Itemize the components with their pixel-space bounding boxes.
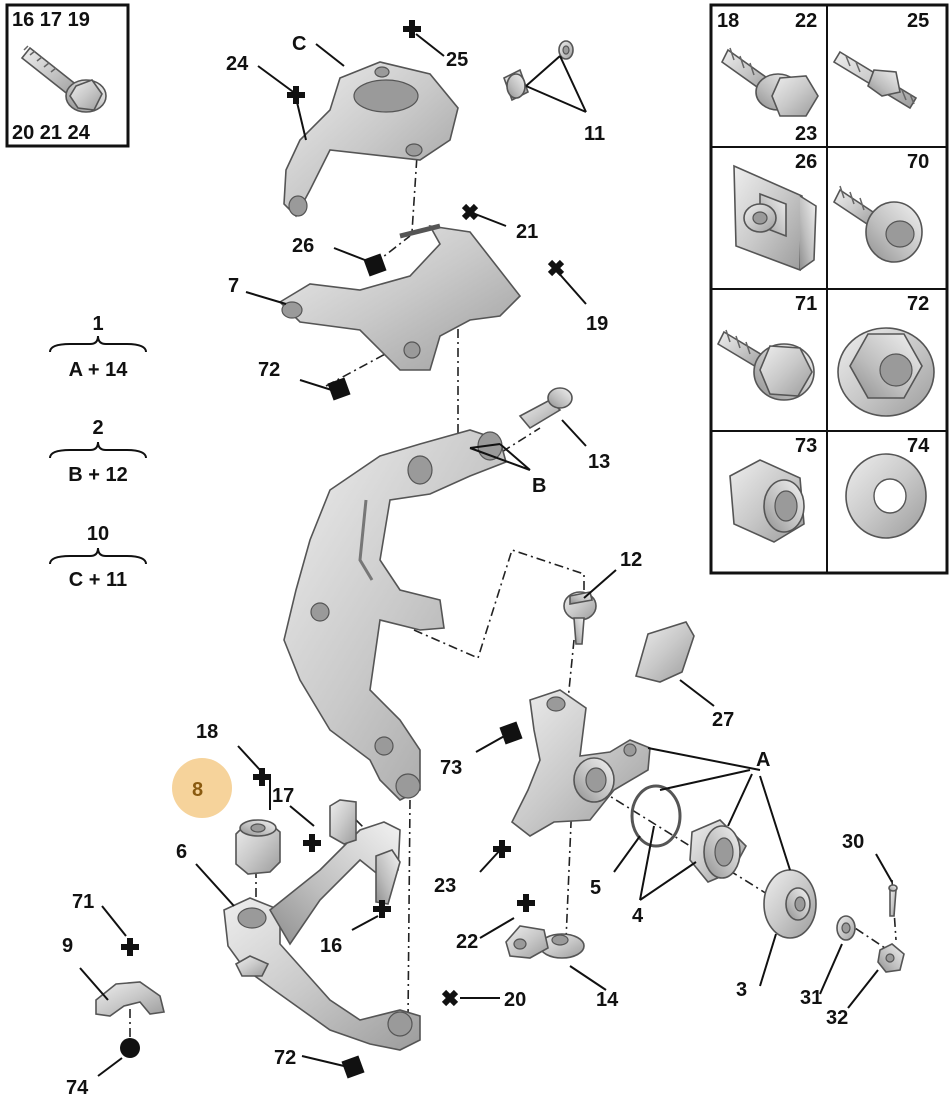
- callout-7[interactable]: 7: [228, 275, 239, 297]
- bolt-box-16-17-19-20-21-24: 16 17 19 20 21 24: [5, 3, 130, 148]
- callout-5[interactable]: 5: [590, 877, 601, 899]
- legend-10-bottom: C + 11: [69, 569, 127, 591]
- callout-18[interactable]: 18: [196, 721, 218, 743]
- nut-73-icon: [729, 459, 805, 543]
- hub-3-icon: [763, 869, 817, 939]
- callout-11[interactable]: 11: [584, 123, 605, 145]
- bracket-9-icon: [95, 981, 165, 1017]
- callout-6[interactable]: 6: [176, 841, 187, 863]
- callout-labels: 24 C 25 11 21 26 7 19 72 13 B 12 27 73 A…: [62, 33, 864, 1099]
- callout-32[interactable]: 32: [826, 1007, 848, 1029]
- callout-74[interactable]: 74: [66, 1077, 89, 1099]
- callout-4[interactable]: 4: [632, 905, 644, 927]
- callout-20[interactable]: 20: [504, 989, 526, 1011]
- callout-30[interactable]: 30: [842, 831, 864, 853]
- bush-11-icon: [503, 40, 574, 102]
- grid-label-18[interactable]: 18: [717, 10, 739, 32]
- callout-a[interactable]: A: [756, 749, 770, 771]
- legend-2-bottom: B + 12: [68, 464, 127, 486]
- nut-32-icon: [877, 943, 905, 973]
- flange-nut-72-icon: [837, 327, 935, 417]
- legend-2-top[interactable]: 2: [92, 417, 103, 439]
- lower-control-arm-6: [223, 821, 421, 1051]
- split-pin-30-icon: [888, 884, 898, 917]
- grid-label-23[interactable]: 23: [795, 123, 817, 145]
- bolt-22-icon: [505, 925, 549, 959]
- screw-70-icon: [832, 185, 923, 263]
- grid-label-25[interactable]: 25: [907, 10, 929, 32]
- callout-12[interactable]: 12: [620, 549, 642, 571]
- callout-22[interactable]: 22: [456, 931, 478, 953]
- grid-label-22[interactable]: 22: [795, 10, 817, 32]
- callout-17[interactable]: 17: [272, 785, 294, 807]
- callout-16-17-19[interactable]: 16 17 19: [12, 9, 90, 31]
- upper-mount-c: [283, 61, 459, 218]
- legend-1-top[interactable]: 1: [92, 313, 103, 335]
- callout-14[interactable]: 14: [596, 989, 619, 1011]
- callout-31[interactable]: 31: [800, 987, 822, 1009]
- hardware-grid: 18 22 23 25 26 70: [709, 3, 949, 575]
- grid-label-70[interactable]: 70: [907, 151, 929, 173]
- callout-b[interactable]: B: [532, 475, 546, 497]
- bracket-16-17-icon: [329, 799, 401, 905]
- washer-31-icon: [836, 915, 856, 941]
- upper-control-arm-7: [278, 223, 522, 371]
- shield-27-icon: [635, 621, 695, 683]
- bolt-18-22-23-icon: [720, 47, 819, 117]
- callout-19[interactable]: 19: [586, 313, 608, 335]
- bolt-71-icon: [716, 329, 815, 401]
- flange-bolt-icon: [20, 45, 107, 113]
- stud-25-icon: [832, 50, 918, 110]
- callout-3[interactable]: 3: [736, 979, 747, 1001]
- grid-label-74[interactable]: 74: [907, 435, 930, 457]
- callout-27[interactable]: 27: [712, 709, 734, 731]
- callout-9[interactable]: 9: [62, 935, 73, 957]
- callout-13[interactable]: 13: [588, 451, 610, 473]
- grid-label-26[interactable]: 26: [795, 151, 817, 173]
- legend-1-bottom: A + 14: [69, 359, 129, 381]
- wheel-bearing-4-icon: [689, 819, 747, 883]
- bush-8-icon: [235, 819, 281, 875]
- grid-label-73[interactable]: 73: [795, 435, 817, 457]
- circlip-5-icon: [630, 784, 682, 848]
- callout-23[interactable]: 23: [434, 875, 456, 897]
- highlight-8-marker: [172, 758, 232, 818]
- callout-21[interactable]: 21: [516, 221, 538, 243]
- legend-braces: 1 A + 14 2 B + 12 10 C + 11: [49, 313, 147, 591]
- callout-73[interactable]: 73: [440, 757, 462, 779]
- clip-nut-26-icon: [733, 164, 817, 272]
- callout-c[interactable]: C: [292, 33, 306, 55]
- hub-carrier: [510, 689, 651, 837]
- washer-74-icon: [845, 453, 927, 539]
- callout-25[interactable]: 25: [446, 49, 468, 71]
- callout-72-lower[interactable]: 72: [274, 1047, 296, 1069]
- callout-20-21-24[interactable]: 20 21 24: [12, 122, 91, 144]
- fastener-symbols: [120, 20, 565, 1079]
- callout-72-upper[interactable]: 72: [258, 359, 280, 381]
- callout-8[interactable]: 8: [192, 779, 203, 801]
- upright-knuckle: [283, 429, 507, 801]
- callout-16[interactable]: 16: [320, 935, 342, 957]
- grid-label-71[interactable]: 71: [795, 293, 817, 315]
- callout-24[interactable]: 24: [226, 53, 249, 75]
- pin-13-icon: [518, 387, 573, 430]
- grid-label-72[interactable]: 72: [907, 293, 929, 315]
- ball-joint-12-icon: [563, 591, 597, 645]
- callout-71[interactable]: 71: [72, 891, 94, 913]
- callout-26[interactable]: 26: [292, 235, 314, 257]
- legend-10-top[interactable]: 10: [87, 523, 109, 545]
